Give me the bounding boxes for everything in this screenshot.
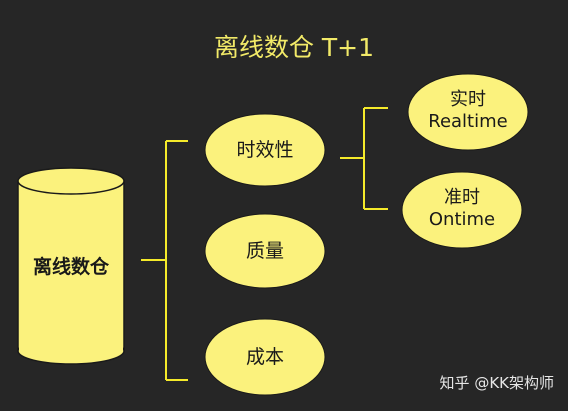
node-realtime-line2: Realtime [428, 110, 508, 132]
node-timeliness-label: 时效性 [236, 139, 294, 161]
diagram-title: 离线数仓 T+1 [213, 33, 375, 62]
node-realtime-label: 实时 Realtime [408, 89, 528, 132]
cylinder-label: 离线数仓 [32, 256, 109, 278]
warehouse-cylinder [17, 167, 125, 365]
node-quality-label: 质量 [245, 240, 284, 262]
node-ontime-line1: 准时 [444, 187, 480, 208]
node-cost-label: 成本 [245, 346, 284, 368]
connector-left [141, 140, 188, 381]
node-ontime-label: 准时 Ontime [402, 187, 522, 230]
node-ontime-line2: Ontime [428, 208, 496, 230]
node-realtime-line1: 实时 [450, 89, 486, 110]
connector-right [340, 107, 388, 210]
watermark: 知乎 @KK架构师 [439, 374, 554, 392]
node-cost-shape [204, 318, 326, 396]
node-realtime-shape [407, 73, 529, 151]
node-quality-shape [204, 213, 326, 289]
node-timeliness-shape [204, 113, 326, 187]
node-ontime-shape [401, 171, 523, 249]
